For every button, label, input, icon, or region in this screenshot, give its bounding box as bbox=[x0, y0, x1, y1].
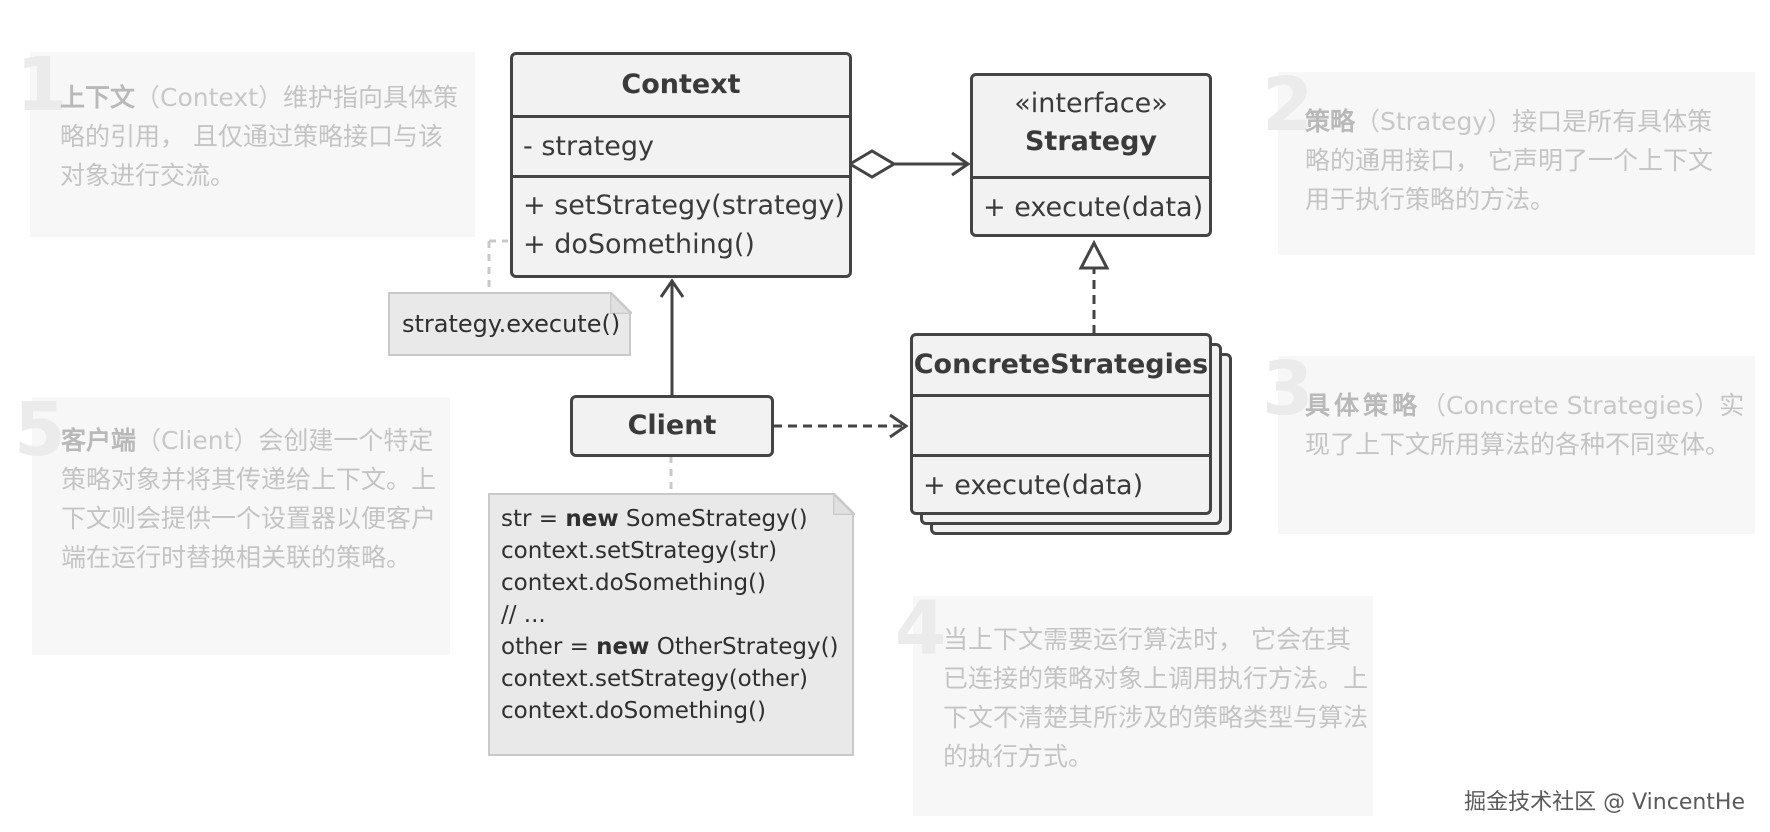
concrete-strategies-class: ConcreteStrategies + execute(data) bbox=[910, 333, 1212, 515]
context-field-strategy: - strategy bbox=[513, 115, 849, 175]
annotation-term-en: （Client） bbox=[136, 426, 259, 455]
client-note-code-line: // ... bbox=[501, 602, 546, 628]
annotation-term: 客户端 bbox=[61, 426, 137, 455]
annotation-term-en: （Concrete Strategies） bbox=[1421, 391, 1720, 420]
annotation-body: 当上下文需要运行算法时， 它会在其已连接的策略对象上调用执行方法。上下文不清楚其… bbox=[943, 625, 1369, 771]
annotation-term-en: （Context） bbox=[135, 83, 283, 112]
annotation-number: 2 bbox=[1262, 62, 1314, 148]
annotation-text: 策略（Strategy）接口是所有具体策略的通用接口， 它声明了一个上下文用于执… bbox=[1305, 102, 1735, 219]
annotation-body: 会创建一个特定策略对象并将其传递给上下文。上下文则会提供一个设置器以便客户端在运… bbox=[61, 426, 437, 572]
annotation-panel-5: 5 客户端（Client）会创建一个特定策略对象并将其传递给上下文。上下文则会提… bbox=[14, 393, 450, 655]
client-note-code-line: str = new SomeStrategy() bbox=[501, 506, 808, 532]
client-note-code-line: context.doSomething() bbox=[501, 570, 767, 596]
context-method-dosomething: + doSomething() bbox=[523, 229, 755, 260]
annotation-number: 3 bbox=[1262, 346, 1314, 432]
note-fold-icon bbox=[609, 291, 632, 314]
annotation-panel-2: 2 策略（Strategy）接口是所有具体策略的通用接口， 它声明了一个上下文用… bbox=[1262, 68, 1755, 255]
annotation-body: 接口是所有具体策略的通用接口， 它声明了一个上下文用于执行策略的方法。 bbox=[1305, 107, 1713, 214]
annotation-panel-4: 4 当上下文需要运行算法时， 它会在其已连接的策略对象上调用执行方法。上下文不清… bbox=[895, 592, 1373, 816]
concrete-strategies-fields bbox=[913, 394, 1209, 454]
annotation-number: 5 bbox=[14, 387, 66, 473]
dependency-arrow bbox=[773, 413, 909, 439]
client-note: str = new SomeStrategy() context.setStrat… bbox=[488, 492, 855, 756]
context-method-setstrategy: + setStrategy(strategy) bbox=[523, 190, 845, 221]
annotation-body: 维护指向具体策略的引用， 且仅通过策略接口与该对象进行交流。 bbox=[60, 83, 458, 190]
strategy-method-execute: + execute(data) bbox=[973, 176, 1209, 234]
realization-arrow bbox=[1078, 239, 1110, 334]
aggregation-arrow bbox=[847, 149, 971, 179]
context-methods: + setStrategy(strategy) + doSomething() bbox=[513, 175, 849, 275]
annotation-term: 策略 bbox=[1305, 107, 1356, 136]
client-note-code-line: context.doSomething() bbox=[501, 698, 767, 724]
annotation-term: 具体策略 bbox=[1305, 391, 1422, 420]
note-fold-icon bbox=[832, 492, 855, 515]
annotation-panel-3: 3 具体策略（Concrete Strategies）实现了上下文所用算法的各种… bbox=[1262, 352, 1755, 534]
concrete-strategies-name: ConcreteStrategies bbox=[913, 349, 1209, 380]
watermark: 掘金技术社区 @ VincentHe bbox=[1464, 790, 1745, 815]
concrete-method-execute: + execute(data) bbox=[913, 454, 1209, 512]
client-note-code-line: context.setStrategy(str) bbox=[501, 538, 778, 564]
association-arrow bbox=[659, 278, 685, 397]
strategy-interface: «interface» Strategy + execute(data) bbox=[970, 73, 1212, 237]
strategy-stereotype: «interface» bbox=[1014, 88, 1168, 119]
annotation-term-en: （Strategy） bbox=[1355, 107, 1513, 136]
client-note-code: str = new SomeStrategy() context.setStrat… bbox=[501, 503, 839, 727]
context-note: strategy.execute() bbox=[388, 291, 632, 356]
annotation-number: 1 bbox=[16, 42, 68, 128]
context-note-code: strategy.execute() bbox=[402, 310, 621, 338]
annotation-text: 具体策略（Concrete Strategies）实现了上下文所用算法的各种不同… bbox=[1305, 386, 1745, 464]
client-note-code-line: context.setStrategy(other) bbox=[501, 666, 808, 692]
annotation-text: 客户端（Client）会创建一个特定策略对象并将其传递给上下文。上下文则会提供一… bbox=[61, 421, 441, 577]
context-class: Context - strategy + setStrategy(strateg… bbox=[510, 52, 852, 278]
annotation-term: 上下文 bbox=[60, 83, 136, 112]
client-note-code-line: other = new OtherStrategy() bbox=[501, 634, 839, 660]
annotation-text: 当上下文需要运行算法时， 它会在其已连接的策略对象上调用执行方法。上下文不清楚其… bbox=[943, 620, 1368, 776]
annotation-number: 4 bbox=[895, 586, 947, 672]
annotation-panel-1: 1 上下文（Context）维护指向具体策略的引用， 且仅通过策略接口与该对象进… bbox=[16, 48, 475, 237]
context-class-name: Context bbox=[621, 69, 741, 100]
client-class: Client bbox=[570, 395, 774, 457]
strategy-interface-name: Strategy bbox=[1024, 126, 1158, 157]
client-class-name: Client bbox=[627, 410, 717, 441]
annotation-text: 上下文（Context）维护指向具体策略的引用， 且仅通过策略接口与该对象进行交… bbox=[60, 78, 460, 195]
annotation-body: 实现了上下文所用算法的各种不同变体。 bbox=[1305, 391, 1745, 459]
